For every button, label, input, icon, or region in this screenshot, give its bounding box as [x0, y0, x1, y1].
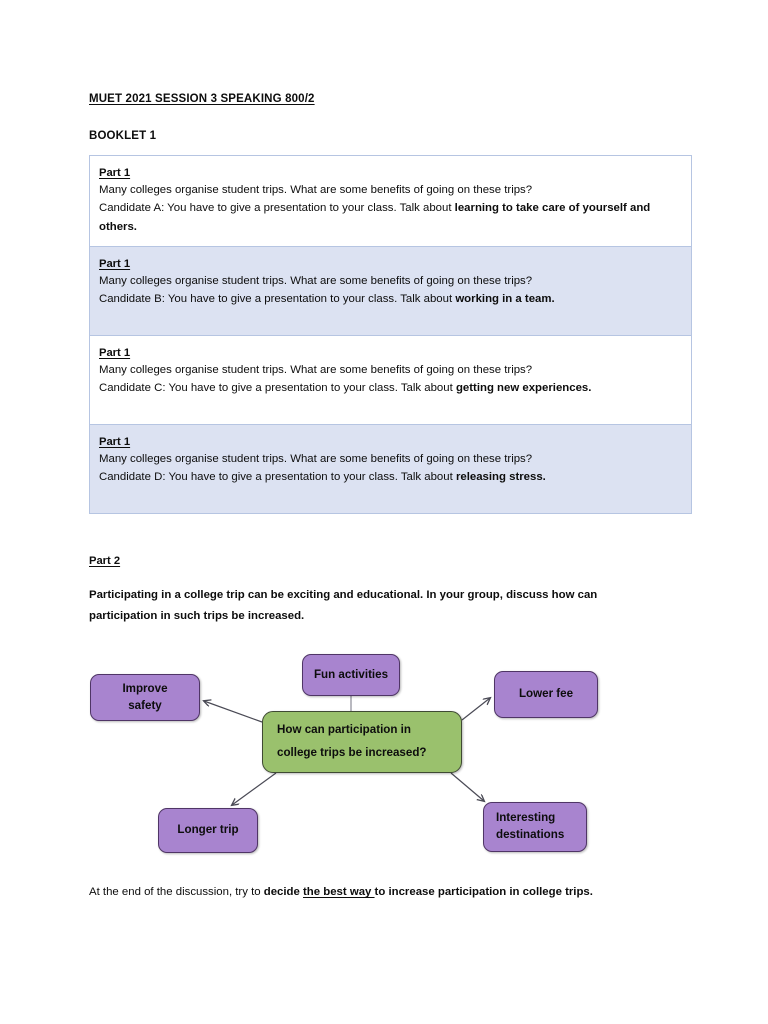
- part1-candidate-task: Candidate C: You have to give a presenta…: [99, 382, 592, 395]
- closing-bold-decide: decide: [263, 886, 304, 898]
- mindmap-node-line: safety: [128, 698, 162, 712]
- table-row: Part 1 Many colleges organise student tr…: [89, 335, 692, 425]
- closing-underlined-phrase: the best way: [303, 886, 375, 898]
- part1-topic: learning to take care of yourself and ot…: [99, 202, 651, 233]
- mindmap-node-longer-trip[interactable]: Longer trip: [158, 808, 258, 853]
- mindmap-node-line: Interesting: [496, 811, 556, 825]
- part1-prompt: Many colleges organise student trips. Wh…: [99, 453, 533, 465]
- part2-closing-text: At the end of the discussion, try to dec…: [89, 882, 659, 903]
- part1-label: Part 1: [99, 347, 131, 359]
- mindmap-center-line: college trips be increased?: [277, 746, 427, 759]
- part1-prompt: Many colleges organise student trips. Wh…: [99, 364, 533, 376]
- part1-cell-candidate-a: Part 1 Many colleges organise student tr…: [89, 155, 692, 247]
- part1-label: Part 1: [99, 167, 131, 179]
- table-row: Part 1 Many colleges organise student tr…: [89, 424, 692, 514]
- part1-label: Part 1: [99, 258, 131, 270]
- part1-table: Part 1 Many colleges organise student tr…: [89, 155, 692, 514]
- part1-candidate-task: Candidate D: You have to give a presenta…: [99, 471, 546, 484]
- closing-bold-tail: to increase participation in college tri…: [374, 886, 593, 898]
- mindmap-center-node[interactable]: How can participation in college trips b…: [262, 711, 462, 773]
- mindmap-node-fun-activities[interactable]: Fun activities: [302, 654, 400, 696]
- mindmap-node-lower-fee[interactable]: Lower fee: [494, 671, 598, 718]
- part1-cell-candidate-c: Part 1 Many colleges organise student tr…: [89, 335, 692, 425]
- table-row: Part 1 Many colleges organise student tr…: [89, 246, 692, 336]
- part1-prompt: Many colleges organise student trips. Wh…: [99, 184, 533, 196]
- closing-lead: At the end of the discussion, try to: [89, 886, 264, 898]
- mindmap-node-line: destinations: [496, 828, 565, 841]
- booklet-label: BOOKLET 1: [89, 130, 157, 142]
- mindmap-center-line: How can participation in: [277, 723, 411, 737]
- part1-label: Part 1: [99, 436, 131, 448]
- mindmap-connectors: [80, 696, 640, 870]
- mindmap-diagram: Fun activities Improve safety Lower fee …: [80, 625, 640, 870]
- mindmap-node-line: Improve: [122, 681, 168, 695]
- part1-topic: releasing stress.: [455, 471, 546, 484]
- connector-improve-safety: [204, 701, 263, 723]
- mindmap-node-interesting-destinations[interactable]: Interesting destinations: [483, 802, 587, 852]
- part1-prompt: Many colleges organise student trips. Wh…: [99, 275, 533, 287]
- document-title: MUET 2021 SESSION 3 SPEAKING 800/2: [89, 93, 315, 105]
- part1-topic: getting new experiences.: [455, 382, 592, 395]
- part2-intro-text: Participating in a college trip can be e…: [89, 589, 598, 623]
- part1-topic: working in a team.: [455, 293, 555, 306]
- part1-cell-candidate-d: Part 1 Many colleges organise student tr…: [89, 424, 692, 514]
- connector-interesting-destinations: [450, 772, 484, 801]
- connector-lower-fee: [461, 698, 490, 721]
- mindmap-node-improve-safety[interactable]: Improve safety: [90, 674, 200, 721]
- table-row: Part 1 Many colleges organise student tr…: [89, 155, 692, 247]
- connector-longer-trip: [232, 772, 277, 805]
- part1-candidate-task: Candidate A: You have to give a presenta…: [99, 202, 651, 233]
- part1-candidate-task: Candidate B: You have to give a presenta…: [99, 293, 555, 306]
- part2-label: Part 2: [89, 555, 121, 567]
- part1-cell-candidate-b: Part 1 Many colleges organise student tr…: [89, 246, 692, 336]
